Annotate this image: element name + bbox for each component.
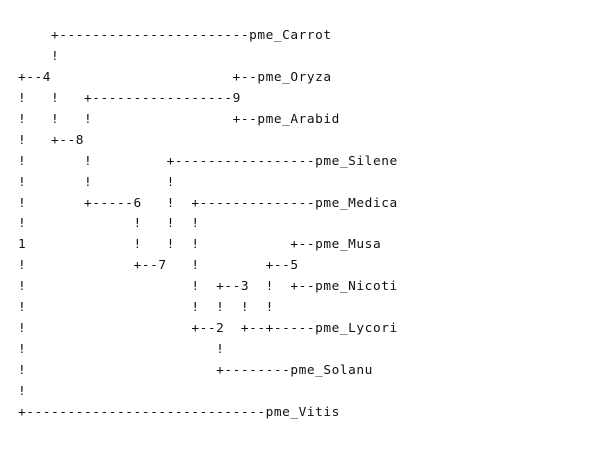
tree-line: ! <box>18 48 60 64</box>
tree-line: ! +--------pme_Solanu <box>18 363 373 378</box>
tree-line: ! +-----6 ! +--------------pme_Medica <box>18 195 398 211</box>
tree-line: ! ! +--3 ! +--pme_Nicoti <box>18 279 398 295</box>
tree-line: ! <box>18 383 27 399</box>
tree-line: 1 ! ! ! +--pme_Musa <box>18 237 382 253</box>
tree-line: +-----------------------pme_Carrot <box>18 28 332 43</box>
ascii-tree: +-----------------------pme_Carrot ! +--4… <box>18 26 398 424</box>
tree-line: ! ! +-----------------pme_Silene <box>18 153 398 169</box>
tree-line: ! +--8 <box>18 132 85 148</box>
tree-line: +-----------------------------pme_Vitis <box>18 404 340 420</box>
tree-line: ! +--2 +--+-----pme_Lycori <box>18 321 398 337</box>
tree-line: +--4 +--pme_Oryza <box>18 69 332 85</box>
tree-line: ! ! ! +--pme_Arabid <box>18 111 340 127</box>
tree-line: ! ! <box>18 342 225 358</box>
tree-line: ! ! +-----------------9 <box>18 90 241 106</box>
tree-line: ! ! ! ! <box>18 216 200 232</box>
tree-line: ! ! ! ! ! <box>18 300 274 316</box>
tree-line: ! ! ! <box>18 174 175 190</box>
tree-line: ! +--7 ! +--5 <box>18 258 299 274</box>
